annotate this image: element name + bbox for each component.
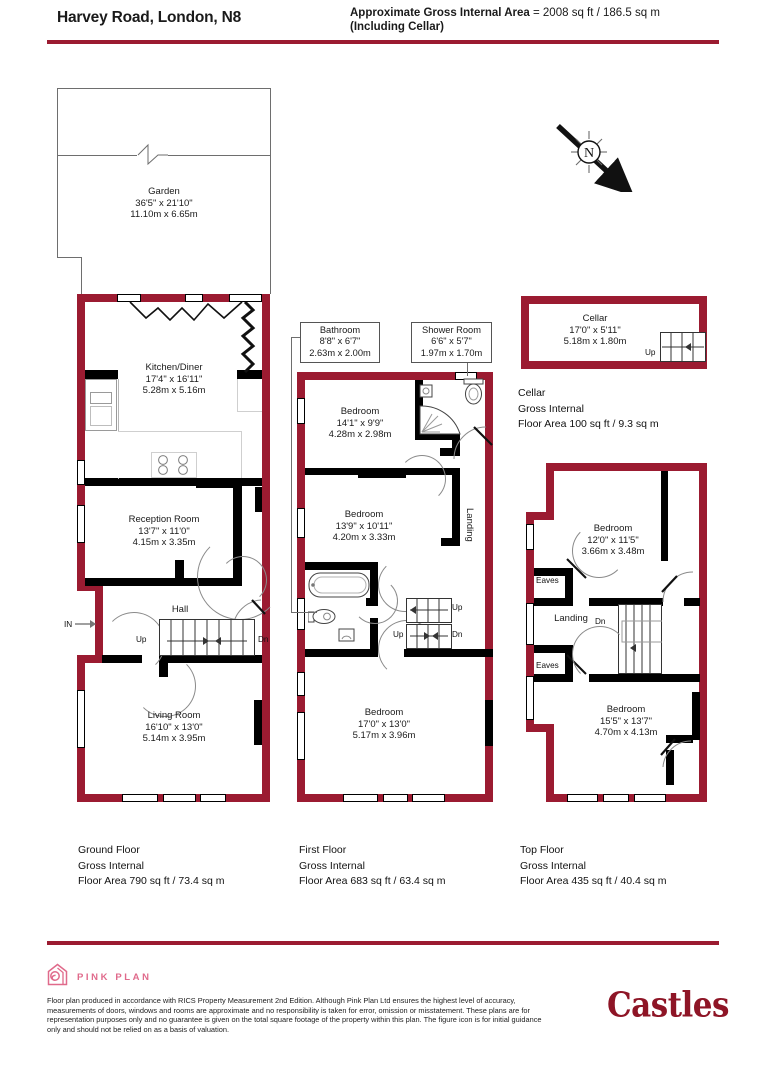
pinkplan-logo: PINK PLAN [47, 963, 152, 991]
top-summary-line3: Floor Area 435 sq ft / 40.4 sq m [520, 875, 667, 887]
ground-summary-line1: Ground Floor [78, 844, 140, 856]
room-label-living-room: Living Room 16'10" x 13'0" 5.14m x 3.95m [142, 710, 206, 745]
pinkplan-house-icon [47, 963, 68, 991]
top-summary-line1: Top Floor [520, 844, 564, 856]
staircase-ground [159, 619, 255, 661]
ground-floor-summary: Ground Floor Gross Internal Floor Area 7… [78, 843, 225, 890]
cellar-summary-line1: Cellar [518, 387, 546, 399]
gross-area-value: = 2008 sq ft / 186.5 sq m [533, 7, 660, 19]
door-swing-hall-reception [219, 556, 267, 604]
north-arrow-icon: N [548, 118, 635, 197]
door-swing-bedroom-top-front [661, 571, 694, 603]
first-summary-line1: First Floor [299, 844, 347, 856]
footer-divider [47, 941, 719, 945]
room-label-bedroom-1: Bedroom 14'1" x 9'9" 4.28m x 2.98m [328, 406, 392, 441]
room-label-hall: Hall [171, 604, 189, 615]
stairs-down-label-top: Dn [595, 617, 606, 626]
stairs-up-label-first-bottom: Up [393, 630, 404, 639]
entrance-marker: IN [64, 619, 97, 629]
cellar-summary-line2: Gross Internal [518, 402, 584, 415]
door-swing-living [134, 655, 196, 717]
door-swing-eaves-top [572, 524, 626, 578]
disclaimer-text: Floor plan produced in accordance with R… [47, 996, 542, 1034]
door-swing-bedroom-rear [660, 738, 692, 768]
pinkplan-wordmark: PINK PLAN [77, 971, 152, 983]
room-label-bedroom-3: Bedroom 17'0" x 13'0" 5.17m x 3.96m [352, 707, 416, 742]
stairs-down-label-ground: Dn [258, 635, 269, 644]
callout-shower-room: Shower Room 6'6" x 5'7" 1.97m x 1.70m [411, 322, 492, 364]
svg-text:N: N [584, 146, 594, 161]
ground-summary-line3: Floor Area 790 sq ft / 73.4 sq m [78, 875, 225, 887]
first-summary-line3: Floor Area 683 sq ft / 63.4 sq m [299, 875, 446, 887]
cellar-summary: Cellar Gross Internal Floor Area 100 sq … [518, 386, 659, 433]
wc-icon-bathroom [307, 608, 342, 630]
gross-internal-area-header: Approximate Gross Internal Area = 2008 s… [350, 6, 750, 34]
page-title: Harvey Road, London, N8 [57, 9, 242, 26]
break-symbol [137, 143, 168, 166]
hob-icon [151, 452, 197, 483]
eaves-label-1: Eaves [536, 576, 559, 585]
kitchen-side-door [240, 302, 256, 374]
room-label-bedroom-top-1: Bedroom 12'0" x 11'5" 3.66m x 3.48m [581, 523, 645, 558]
bifold-door [129, 301, 243, 322]
basin-icon-bathroom [338, 628, 355, 647]
staircase-first-down [406, 624, 452, 654]
entrance-label: IN [64, 619, 73, 629]
ground-summary-line2: Gross Internal [78, 859, 144, 872]
stairs-up-label-ground: Up [136, 635, 147, 644]
gross-area-note: (Including Cellar) [350, 21, 444, 33]
first-summary-line2: Gross Internal [299, 859, 365, 872]
room-label-bedroom-2: Bedroom 13'9" x 10'11" 4.20m x 3.33m [332, 509, 396, 544]
stairs-up-label-cellar: Up [645, 348, 656, 357]
room-label-bedroom-top-2: Bedroom 15'5" x 13'7" 4.70m x 4.13m [594, 704, 658, 739]
eaves-door-top [566, 558, 587, 579]
door-swing-bedroom1 [398, 455, 446, 503]
cellar-summary-line3: Floor Area 100 sq ft / 9.3 sq m [518, 418, 659, 430]
room-label-reception-room: Reception Room 13'7" x 11'0" 4.15m x 3.3… [128, 514, 200, 549]
door-swing-shower-room [453, 426, 493, 460]
door-swing-bathroom [352, 578, 398, 624]
callout-bathroom: Bathroom 8'8" x 6'7" 2.63m x 2.00m [300, 322, 380, 364]
basin-icon-shower-room [419, 384, 433, 403]
header-divider [47, 40, 719, 44]
staircase-first-up [406, 598, 452, 628]
room-label-kitchen-diner: Kitchen/Diner 17'4" x 16'11" 5.28m x 5.1… [142, 362, 206, 397]
staircase-cellar [660, 332, 706, 367]
room-label-garden: Garden 36'5" x 21'10" 11.10m x 6.65m [130, 186, 198, 221]
room-label-cellar: Cellar 17'0" x 5'11" 5.18m x 1.80m [563, 313, 627, 348]
stairs-up-label-first-top: Up [452, 603, 463, 612]
shower-tray-icon [416, 404, 462, 441]
gross-area-label: Approximate Gross Internal Area [350, 7, 530, 19]
door-swing-bedroom-top-rear [572, 626, 628, 682]
first-floor-summary: First Floor Gross Internal Floor Area 68… [299, 843, 446, 890]
room-label-landing-first: Landing [464, 508, 475, 542]
eaves-label-2: Eaves [536, 661, 559, 670]
top-floor-summary: Top Floor Gross Internal Floor Area 435 … [520, 843, 667, 890]
wc-icon-shower-room [462, 378, 486, 411]
stairs-down-label-first: Dn [452, 630, 463, 639]
top-summary-line2: Gross Internal [520, 859, 586, 872]
room-label-landing-top: Landing [554, 613, 588, 624]
castles-logo: Castles [607, 985, 729, 1026]
